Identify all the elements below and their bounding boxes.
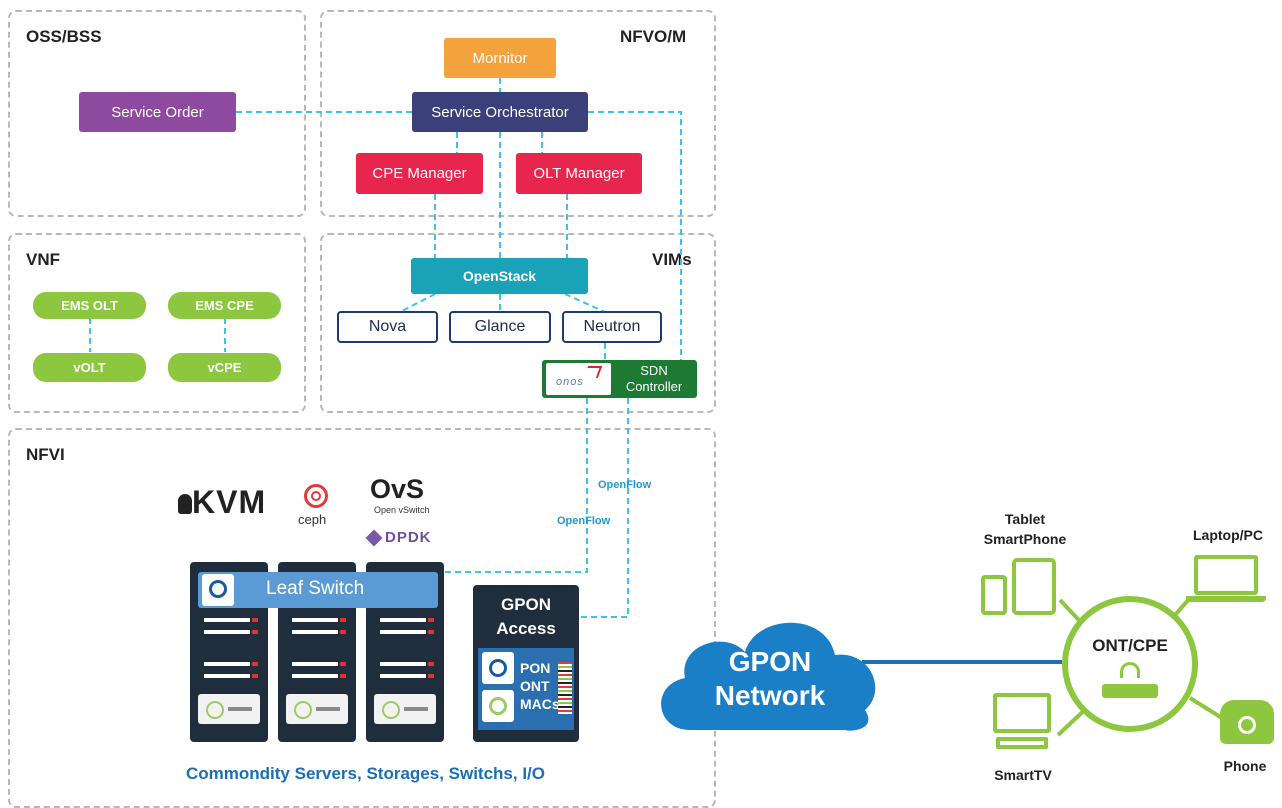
- pon-line2: ONT: [520, 678, 550, 694]
- smarttv-label: SmartTV: [994, 767, 1052, 783]
- vcpe-pill: vCPE: [168, 353, 281, 382]
- nfvo-region: [320, 10, 716, 217]
- vims-region: [320, 233, 716, 413]
- glance-box: Glance: [449, 311, 551, 343]
- ems-olt-pill: EMS OLT: [33, 292, 146, 319]
- pon-line1: PON: [520, 660, 551, 676]
- tablet-icon: [1012, 558, 1056, 615]
- nfvi-footer: Commondity Servers, Storages, Switchs, I…: [186, 764, 545, 783]
- router-signal-icon: [1120, 662, 1140, 678]
- laptop-label: Laptop/PC: [1193, 527, 1263, 543]
- phone-label: Phone: [1223, 758, 1267, 774]
- smarttv-stand-icon: [996, 737, 1048, 749]
- ovs-logo: OvS Open vSwitch: [370, 474, 450, 518]
- nova-box: Nova: [337, 311, 438, 343]
- laptop-base-icon: [1186, 596, 1266, 602]
- pon-logo-2-ring: [489, 697, 507, 715]
- kvm-text: KVM: [192, 484, 267, 520]
- openflow-label-1: OpenFlow: [598, 479, 652, 491]
- gpon-access-line2: Access: [496, 619, 556, 638]
- nfvi-title: NFVI: [26, 445, 65, 464]
- smartphone-icon: [981, 575, 1007, 615]
- ont-cpe-label: ONT/CPE: [1092, 636, 1168, 655]
- openflow-label-2: OpenFlow: [557, 515, 611, 527]
- service-orchestrator-box: Service Orchestrator: [412, 92, 588, 132]
- gpon-network-line1: GPON: [728, 646, 812, 677]
- sdn-controller: onos SDN Controller: [542, 360, 697, 398]
- vnf-region: [8, 233, 306, 413]
- ceph-text: ceph: [298, 512, 327, 527]
- leaf-switch: Leaf Switch: [198, 572, 438, 608]
- ovs-sub-text: Open vSwitch: [374, 505, 430, 515]
- onos-logo-text: onos: [556, 376, 584, 388]
- gpon-access-line1: GPON: [500, 595, 552, 614]
- laptop-icon: [1194, 555, 1258, 595]
- pon-mac-stripes: [558, 662, 572, 714]
- oss-bss-title: OSS/BSS: [26, 27, 102, 46]
- ems-cpe-pill: EMS CPE: [168, 292, 281, 319]
- tablet-label-line1: Tablet: [1004, 511, 1046, 527]
- dpdk-text: DPDK: [385, 529, 432, 546]
- ceph-icon: [304, 484, 328, 508]
- oss-bss-region: [8, 10, 306, 217]
- smarttv-icon: [993, 693, 1051, 733]
- tablet-label-line2: SmartPhone: [983, 531, 1067, 547]
- ovs-text: OvS: [370, 474, 425, 504]
- gpon-network-cloud: GPON Network: [650, 590, 890, 740]
- monitor-box: Mornitor: [444, 38, 556, 78]
- service-order-box: Service Order: [79, 92, 236, 132]
- gpon-network-line2: Network: [714, 680, 826, 711]
- ceph-logo: ceph: [296, 484, 340, 536]
- vnf-title: VNF: [26, 250, 60, 269]
- phone-dial-icon: [1238, 716, 1256, 734]
- pon-logo-1-ring: [489, 659, 507, 677]
- volt-pill: vOLT: [33, 353, 146, 382]
- openstack-box: OpenStack: [411, 258, 588, 294]
- gpon-access: GPON Access PON ONT MACs: [473, 585, 579, 742]
- nfvo-title: NFVO/M: [620, 27, 687, 46]
- pon-line3: MACs: [520, 696, 560, 712]
- onos-bird-icon: [583, 366, 603, 378]
- neutron-box: Neutron: [562, 311, 662, 343]
- ceph-icon-inner: [311, 491, 321, 501]
- sdn-line2: Controller: [625, 379, 683, 394]
- dpdk-logo: DPDK: [365, 528, 448, 550]
- router-icon: [1102, 684, 1158, 698]
- cloud-icon: [661, 622, 876, 731]
- dpdk-icon: [365, 529, 383, 547]
- kvm-penguin-icon: [178, 494, 192, 514]
- olt-manager-box: OLT Manager: [516, 153, 642, 194]
- ont-cpe-hub: ONT/CPE: [1062, 596, 1198, 732]
- pon-panel: PON ONT MACs: [478, 648, 574, 730]
- leaf-switch-label: Leaf Switch: [266, 578, 365, 599]
- leaf-switch-logo-ring: [209, 580, 227, 598]
- cpe-manager-box: CPE Manager: [356, 153, 483, 194]
- sdn-line1: SDN: [640, 363, 668, 378]
- onos-logo: onos: [546, 363, 611, 395]
